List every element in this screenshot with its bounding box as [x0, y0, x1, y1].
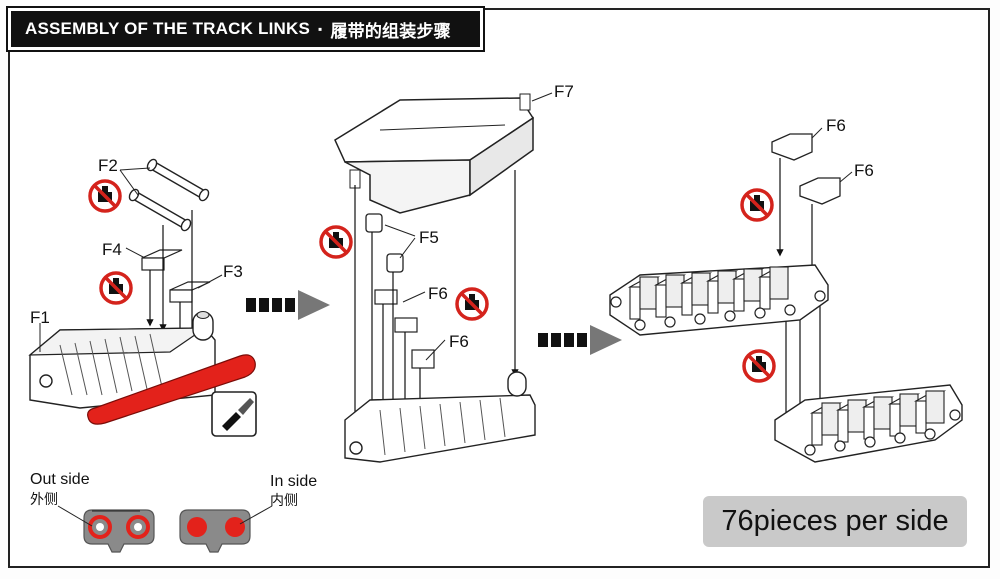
step3-f6-caps [771, 133, 841, 205]
label-f3: F3 [223, 262, 243, 281]
no-glue-icon [99, 271, 133, 305]
label-f2: F2 [98, 156, 118, 175]
out-side-link [83, 509, 155, 553]
step-arrow-icon [538, 325, 622, 355]
section-title: ASSEMBLY OF THE TRACK LINKS ▪ 履带的组装步骤 [6, 6, 485, 52]
no-glue-icon [455, 287, 489, 321]
pieces-count-note: 76pieces per side [703, 496, 967, 547]
label-f7: F7 [554, 82, 574, 101]
title-separator: ▪ [317, 22, 323, 36]
out-side-label-zh: 外侧 [30, 492, 58, 508]
title-chinese: 履带的组装步骤 [330, 21, 451, 42]
no-glue-icon [742, 349, 776, 383]
label-f4: F4 [102, 240, 122, 259]
in-side-label-zh: 内侧 [270, 493, 298, 509]
step2-f5-clips [365, 213, 404, 273]
step2-f6-plates [374, 289, 435, 369]
label-f6-b: F6 [449, 332, 469, 351]
no-glue-icon [740, 188, 774, 222]
pieces-count-text: 76pieces per side [721, 505, 949, 537]
step2-holder-f7 [334, 93, 535, 214]
in-side-label: In side [270, 473, 318, 490]
title-english: ASSEMBLY OF THE TRACK LINKS [25, 19, 310, 38]
step1-f4-part [141, 249, 183, 271]
no-glue-icon [88, 179, 122, 213]
label-f6-d: F6 [854, 161, 874, 180]
sprue-gate-red [87, 354, 256, 425]
step2-jig [344, 371, 536, 463]
no-glue-icon [319, 225, 353, 259]
out-side-label: Out side [30, 471, 90, 488]
hobby-knife-icon [211, 391, 257, 437]
label-f6-c: F6 [826, 116, 846, 135]
label-f1: F1 [30, 308, 50, 327]
in-side-link [179, 509, 251, 553]
label-f6-a: F6 [428, 284, 448, 303]
step3-lower-track [774, 384, 963, 463]
step3-upper-track [609, 264, 829, 336]
step-arrow-icon [246, 290, 330, 320]
label-f5: F5 [419, 228, 439, 247]
